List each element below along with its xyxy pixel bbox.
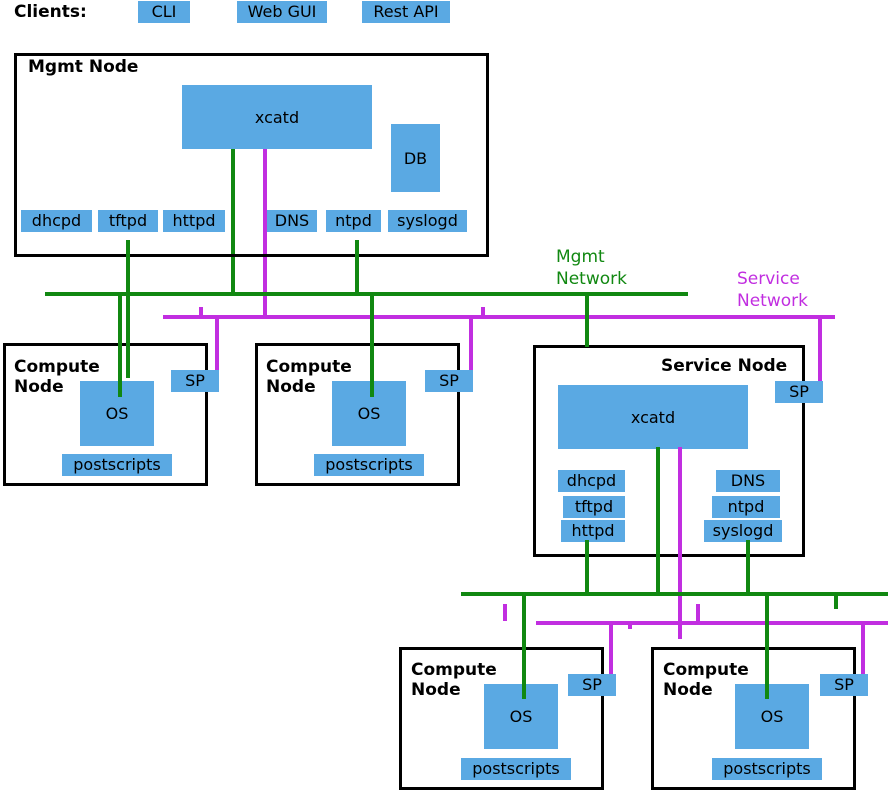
mgmt-network-bus-tier2	[461, 592, 888, 596]
mgmt-service-ntpd[interactable]: ntpd	[326, 210, 381, 232]
mgmt-wire-ntpd-drop	[355, 240, 359, 294]
compute-node-2-sp[interactable]: SP	[425, 370, 473, 392]
service-bus-tier2-tick-3	[628, 621, 632, 629]
service-node-wire-dhcpd-drop	[585, 540, 589, 592]
mgmt-wire-xcatd-green	[231, 147, 235, 294]
service-bus-tick-2	[481, 307, 485, 316]
compute-node-1-os[interactable]: OS	[80, 381, 154, 446]
compute-node-4-sp[interactable]: SP	[820, 674, 868, 696]
compute-node-4-postscripts[interactable]: postscripts	[712, 758, 822, 780]
service-node-wire-ntpd-drop	[746, 540, 750, 592]
service-wire-to-compute-3-sp	[609, 621, 613, 689]
compute-node-4-box[interactable]	[651, 647, 856, 790]
mgmt-xcatd-box[interactable]: xcatd	[182, 85, 372, 149]
mgmt-wire-to-compute-2	[370, 292, 374, 397]
service-wire-to-compute-4-sp	[861, 621, 865, 689]
compute-node-3-title: Compute Node	[411, 660, 497, 700]
service-bus-tier2-tick-1	[503, 604, 507, 621]
mgmt-service-syslogd[interactable]: syslogd	[388, 210, 467, 232]
compute-node-3-sp[interactable]: SP	[568, 674, 616, 696]
compute-node-2-box[interactable]	[255, 343, 460, 486]
compute-node-1-postscripts[interactable]: postscripts	[62, 454, 172, 476]
service-wire-to-compute-2-sp	[469, 315, 473, 387]
mgmt-node-box[interactable]	[14, 53, 489, 257]
compute-node-2-title: Compute Node	[266, 357, 352, 397]
mgmt-wire-xcatd-purple	[263, 147, 267, 319]
mgmt-service-tftpd[interactable]: tftpd	[98, 210, 158, 232]
mgmt-wire-tftpd-drop	[126, 240, 130, 378]
mgmt-wire-to-compute-3	[522, 592, 526, 699]
mgmt-wire-to-compute-1	[118, 292, 122, 397]
service-wire-to-compute-1-sp	[215, 315, 219, 387]
compute-node-3-os[interactable]: OS	[484, 684, 558, 749]
compute-node-4-os[interactable]: OS	[735, 684, 809, 749]
service-node-wire-xcatd-purple	[678, 447, 682, 639]
service-node-service-dhcpd[interactable]: dhcpd	[558, 470, 625, 492]
service-node-xcatd-box[interactable]: xcatd	[558, 385, 748, 449]
compute-node-3-postscripts[interactable]: postscripts	[461, 758, 571, 780]
client-web-gui[interactable]: Web GUI	[237, 1, 327, 23]
service-node-service-syslogd[interactable]: syslogd	[704, 520, 782, 542]
compute-node-1-box[interactable]	[3, 343, 208, 486]
service-node-sp[interactable]: SP	[775, 381, 823, 403]
compute-node-3-box[interactable]	[399, 647, 604, 790]
service-node-service-httpd[interactable]: httpd	[561, 520, 625, 542]
client-rest-api[interactable]: Rest API	[362, 1, 450, 23]
service-node-title: Service Node	[661, 356, 788, 376]
service-bus-tick-1	[199, 307, 203, 316]
compute-node-1-sp[interactable]: SP	[171, 370, 219, 392]
service-node-service-tftpd[interactable]: tftpd	[563, 496, 625, 518]
client-cli[interactable]: CLI	[138, 1, 190, 23]
service-network-label: Service Network	[737, 269, 808, 311]
mgmt-bus-tier2-stub	[834, 592, 838, 609]
service-node-box[interactable]	[533, 345, 805, 557]
mgmt-service-dns[interactable]: DNS	[267, 210, 317, 232]
service-node-service-ntpd[interactable]: ntpd	[712, 496, 780, 518]
service-network-bus-tier2	[536, 621, 888, 625]
service-bus-tier2-tick-2	[696, 604, 700, 621]
mgmt-service-httpd[interactable]: httpd	[163, 210, 225, 232]
mgmt-network-bus	[45, 292, 688, 296]
service-wire-to-service-node-sp	[818, 315, 822, 387]
mgmt-db-box[interactable]: DB	[391, 124, 440, 192]
compute-node-2-os[interactable]: OS	[332, 381, 406, 446]
clients-label: Clients:	[14, 2, 87, 22]
mgmt-service-dhcpd[interactable]: dhcpd	[21, 210, 92, 232]
mgmt-network-label: Mgmt Network	[556, 247, 627, 289]
service-node-service-dns[interactable]: DNS	[716, 470, 780, 492]
service-network-bus	[163, 315, 835, 319]
mgmt-wire-to-service-node	[585, 292, 589, 347]
mgmt-wire-to-compute-4	[765, 592, 769, 699]
compute-node-2-postscripts[interactable]: postscripts	[314, 454, 424, 476]
service-node-wire-xcatd-green	[656, 447, 660, 592]
compute-node-1-title: Compute Node	[14, 357, 100, 397]
mgmt-node-title: Mgmt Node	[28, 57, 139, 77]
compute-node-4-title: Compute Node	[663, 660, 749, 700]
